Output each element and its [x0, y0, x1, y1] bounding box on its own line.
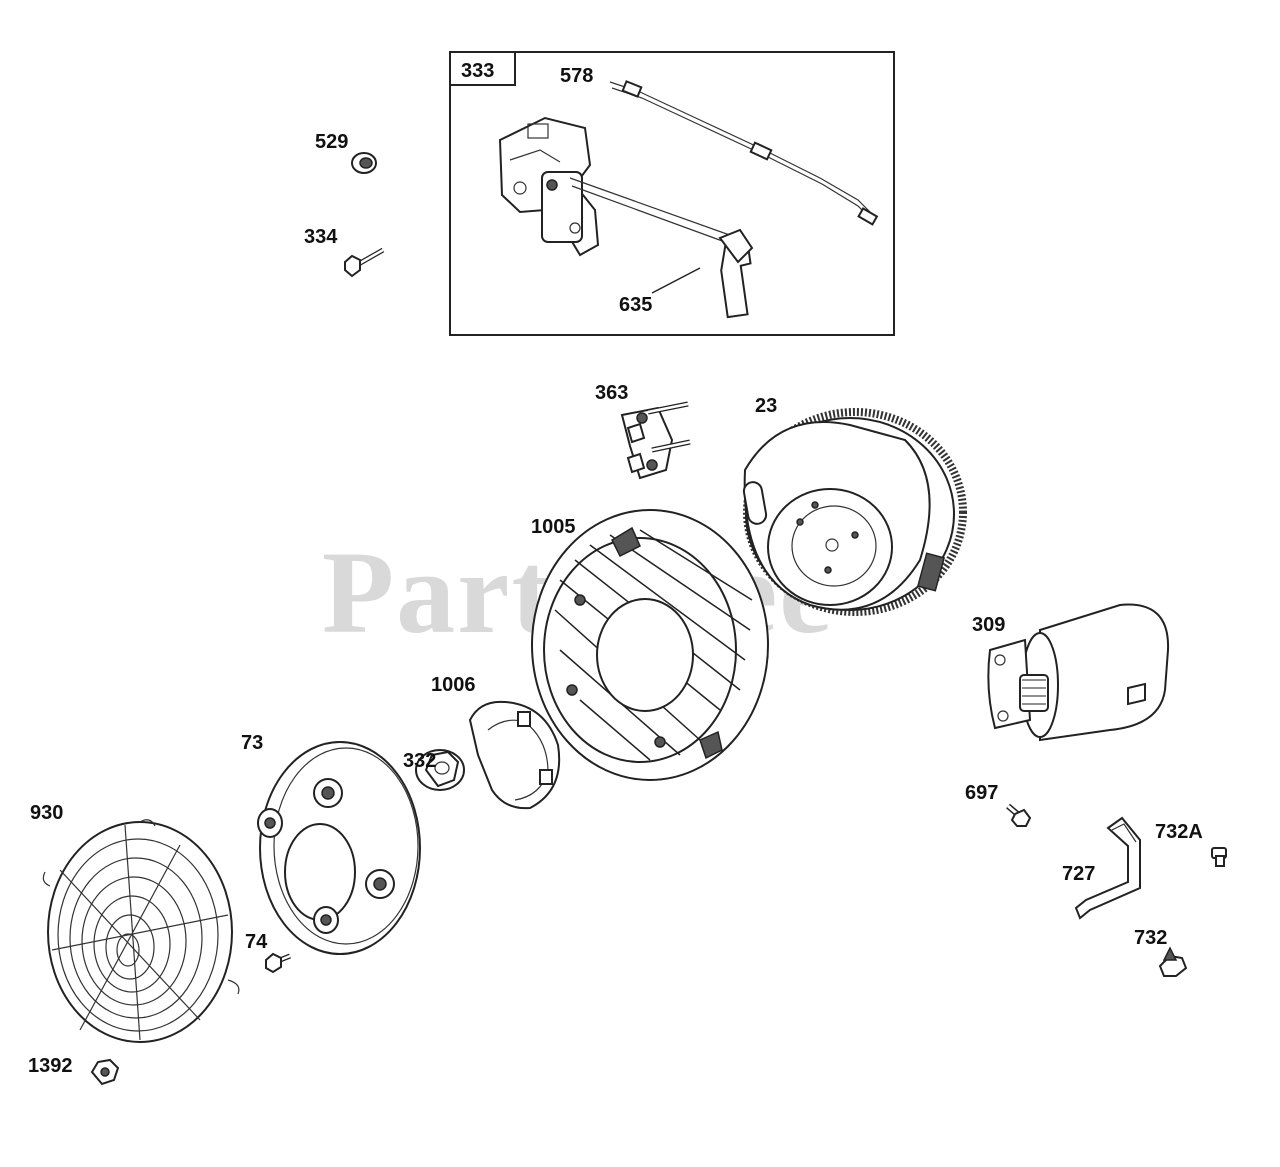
nut-1392[interactable]: [90, 1058, 120, 1086]
callout-697: 697: [965, 782, 998, 804]
leader-635: [651, 267, 701, 294]
starter-motor-309[interactable]: [987, 603, 1170, 742]
callout-1392: 1392: [28, 1055, 73, 1077]
spark-plug-wire[interactable]: [569, 177, 757, 319]
callout-73: 73: [241, 732, 263, 754]
callout-727: 727: [1062, 863, 1095, 885]
screw-74[interactable]: [265, 952, 291, 974]
retainer-1006[interactable]: [468, 700, 561, 810]
grille-930[interactable]: [42, 819, 240, 1043]
callout-23: 23: [755, 395, 777, 417]
flange-nut-332[interactable]: [415, 749, 465, 791]
callout-635: 635: [619, 294, 652, 316]
callout-363: 363: [595, 382, 628, 404]
callout-529: 529: [315, 131, 348, 153]
screw-334[interactable]: [344, 247, 385, 278]
ignition-coil[interactable]: [498, 116, 600, 257]
callout-1006: 1006: [431, 674, 476, 696]
cover-plate-73[interactable]: [257, 741, 421, 955]
callout-1005: 1005: [531, 516, 576, 538]
bolt-697[interactable]: [1006, 803, 1032, 827]
callout-930: 930: [30, 802, 63, 824]
grommet-529[interactable]: [351, 152, 377, 174]
group-box-label: 333: [461, 60, 494, 82]
callout-578: 578: [560, 65, 593, 87]
callout-732: 732: [1134, 927, 1167, 949]
blower-housing-1005[interactable]: [531, 509, 769, 781]
group-box-333: 333: [449, 51, 895, 336]
bracket-363[interactable]: [620, 401, 691, 480]
callout-334: 334: [304, 226, 338, 248]
callout-309: 309: [972, 614, 1005, 636]
callout-732A: 732A: [1155, 821, 1203, 843]
callout-332: 332: [403, 750, 436, 772]
flywheel-23[interactable]: [742, 408, 967, 616]
screw-732A[interactable]: [1211, 847, 1227, 867]
callout-74: 74: [245, 931, 268, 953]
bracket-727[interactable]: [1074, 816, 1141, 920]
nut-732[interactable]: [1158, 946, 1188, 977]
ground-wire[interactable]: [609, 80, 879, 226]
